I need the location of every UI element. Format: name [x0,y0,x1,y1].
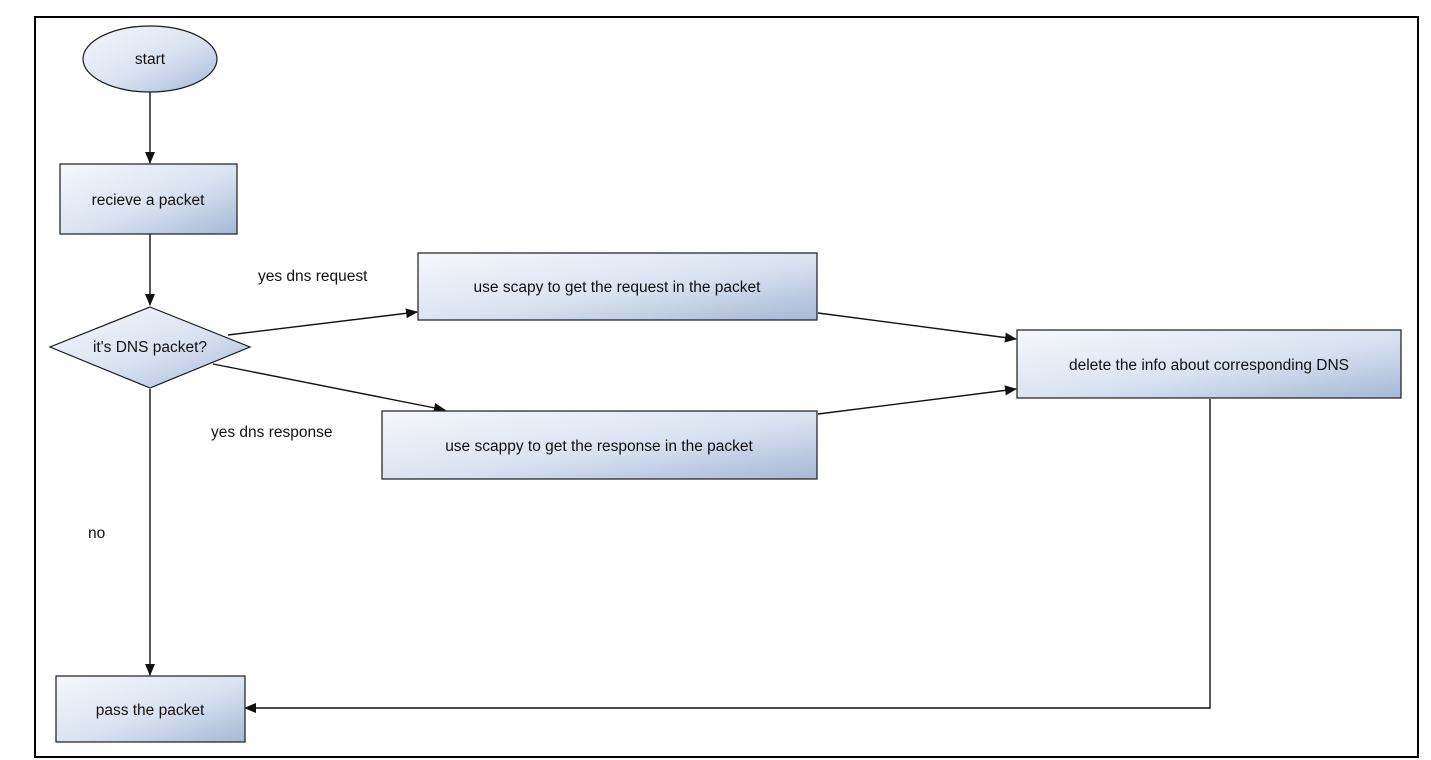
edge-request-to-delete [817,312,1017,343]
start-ellipse [82,25,218,93]
edge-label-yes-request: yes dns request [258,268,368,285]
node-receive-packet: recieve a packet [59,163,238,235]
receive-packet-box [59,163,238,235]
node-pass-packet: pass the packet [55,675,246,743]
pass-packet-box [55,675,246,743]
node-delete-info: delete the info about corresponding DNS [1016,329,1402,399]
edge-label-yes-response: yes dns response [211,424,333,441]
edge-decision-to-response [212,363,446,413]
edge-delete-to-pass [244,399,1211,713]
scapy-request-box [417,252,818,321]
edge-label-no: no [88,525,105,542]
edge-labels: yes dns request yes dns response no [88,268,368,542]
node-start: start [82,25,218,93]
delete-info-box [1016,329,1402,399]
receive-packet-label: recieve a packet [92,192,206,209]
delete-info-label: delete the info about corresponding DNS [1069,357,1349,374]
node-scapy-request: use scapy to get the request in the pack… [417,252,818,321]
dns-decision-label: it's DNS packet? [93,339,207,356]
edge-response-to-delete [817,385,1017,415]
edge-decision-to-request [227,308,418,336]
scapy-response-box [381,410,818,480]
start-label: start [135,51,166,68]
node-dns-decision: it's DNS packet? [48,306,252,389]
node-scapy-response: use scappy to get the response in the pa… [381,410,818,480]
edges [145,92,1211,713]
scapy-request-label: use scapy to get the request in the pack… [474,279,762,296]
pass-packet-label: pass the packet [96,702,205,719]
dns-decision-diamond [48,306,252,389]
scapy-response-label: use scappy to get the response in the pa… [445,438,753,455]
